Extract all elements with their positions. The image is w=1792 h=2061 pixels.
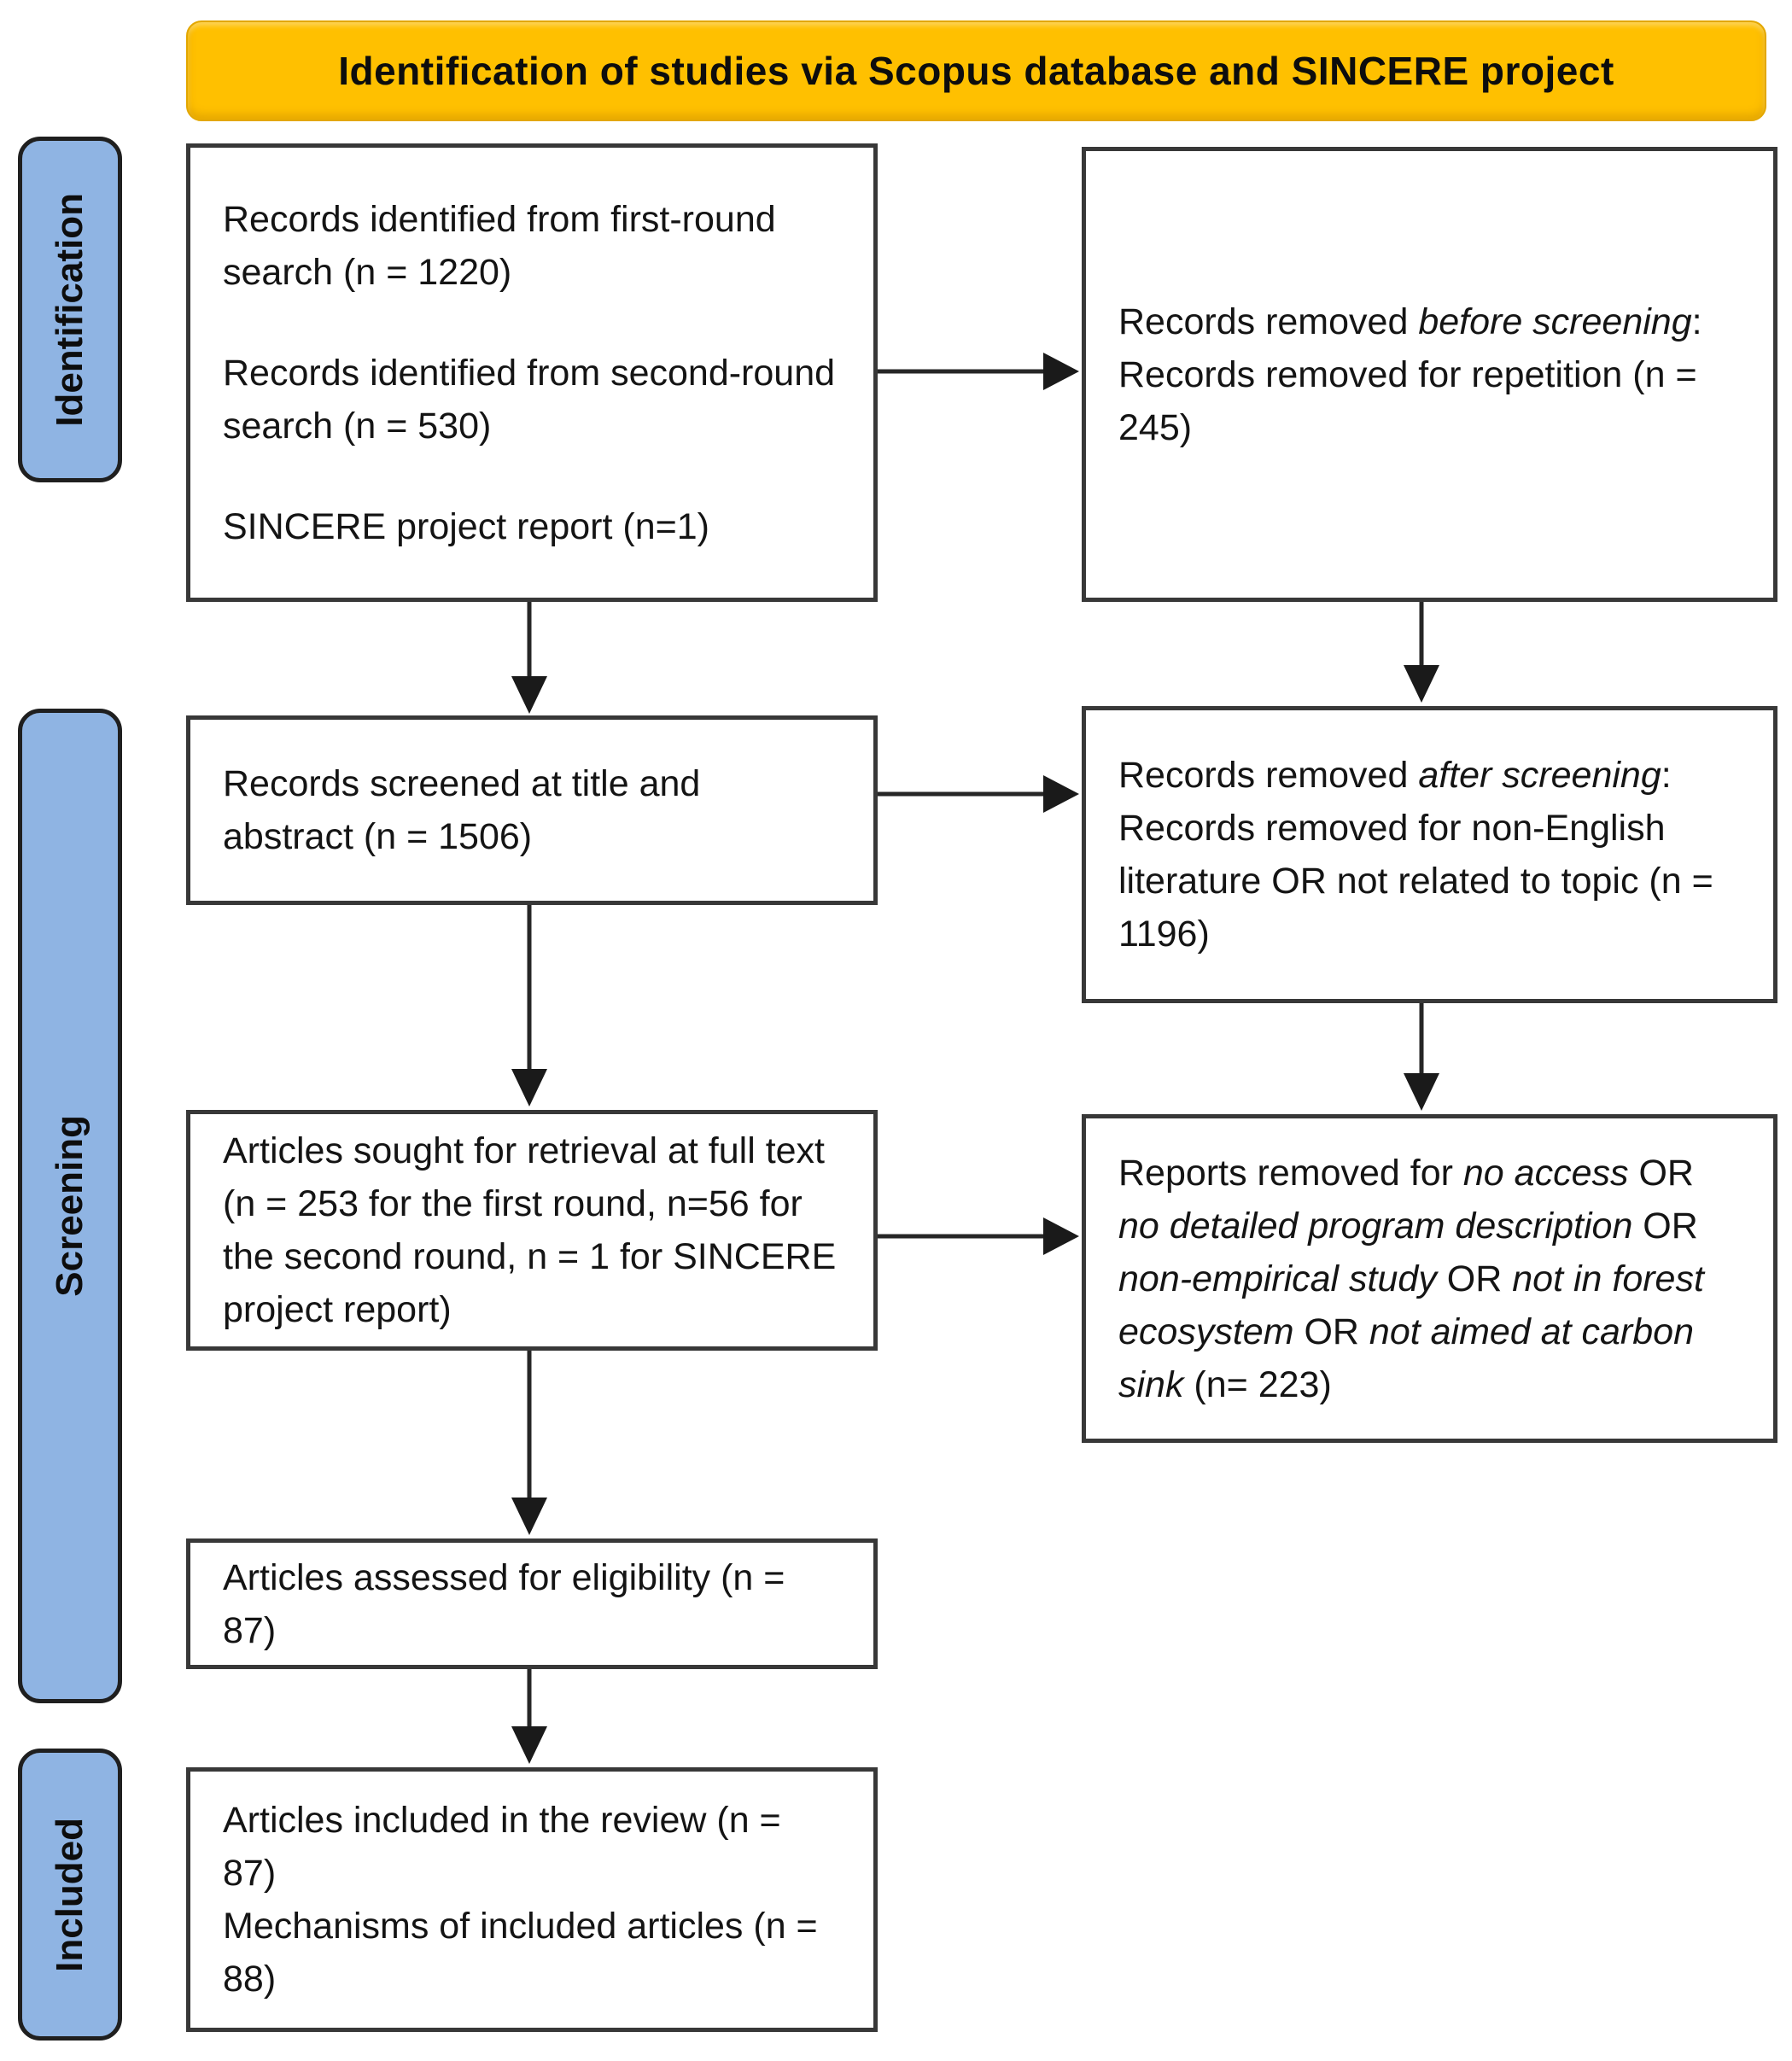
box-paragraph: Mechanisms of included articles (n = 88) <box>223 1906 818 2000</box>
arrowhead-removed-before-to-removed-after <box>1404 665 1439 703</box>
box-paragraph: Records identified from second-round sea… <box>223 352 836 447</box>
box-paragraph: SINCERE project report (n=1) <box>223 505 709 547</box>
stage-label-identification: Identification <box>18 137 122 482</box>
arrowhead-sought-to-assessed <box>511 1498 547 1535</box>
stage-label-identification-text: Identification <box>49 192 90 427</box>
box-articles-included: Articles included in the review (n = 87)… <box>186 1767 878 2032</box>
stage-label-included-text: Included <box>49 1817 90 1972</box>
title-banner: Identification of studies via Scopus dat… <box>186 20 1766 121</box>
box-paragraph: Records identified from first-round sear… <box>223 198 776 293</box>
box-articles-assessed: Articles assessed for eligibility (n = 8… <box>186 1538 878 1669</box>
removed-before-heading: Records removed before screening: <box>1118 301 1702 342</box>
removed-before-detail: Records removed for repetition (n = 245) <box>1118 353 1697 448</box>
box-paragraph: Articles included in the review (n = 87) <box>223 1800 781 1894</box>
records-screened-text: Records screened at title and abstract (… <box>223 763 701 857</box>
arrowhead-removed-after-to-reports-removed <box>1404 1073 1439 1111</box>
stage-label-screening: Screening <box>18 709 122 1703</box>
arrowhead-sought-to-reports-removed <box>1043 1217 1079 1255</box>
banner-title: Identification of studies via Scopus dat… <box>338 49 1614 93</box>
stage-label-screening-text: Screening <box>49 1115 90 1297</box>
box-records-identified: Records identified from first-round sear… <box>186 143 878 602</box>
arrowhead-identified-to-removed-before <box>1043 353 1079 390</box>
reports-removed-text: Reports removed for no access OR no deta… <box>1118 1152 1704 1405</box>
removed-after-detail: Records removed for non-English literatu… <box>1118 808 1713 955</box>
box-records-screened: Records screened at title and abstract (… <box>186 715 878 905</box>
box-records-removed-before-screening: Records removed before screening: Record… <box>1082 147 1777 602</box>
arrowhead-screened-to-sought <box>511 1069 547 1106</box>
arrowhead-identified-to-screened <box>511 676 547 714</box>
box-articles-sought: Articles sought for retrieval at full te… <box>186 1110 878 1351</box>
arrowhead-screened-to-removed-after <box>1043 775 1079 813</box>
stage-label-included: Included <box>18 1749 122 2041</box>
articles-assessed-text: Articles assessed for eligibility (n = 8… <box>223 1556 785 1651</box>
removed-after-heading: Records removed after screening: <box>1118 755 1672 796</box>
box-reports-removed: Reports removed for no access OR no deta… <box>1082 1114 1777 1443</box>
box-records-removed-after-screening: Records removed after screening: Records… <box>1082 706 1777 1003</box>
articles-sought-text: Articles sought for retrieval at full te… <box>223 1130 837 1330</box>
arrowhead-assessed-to-included <box>511 1726 547 1764</box>
